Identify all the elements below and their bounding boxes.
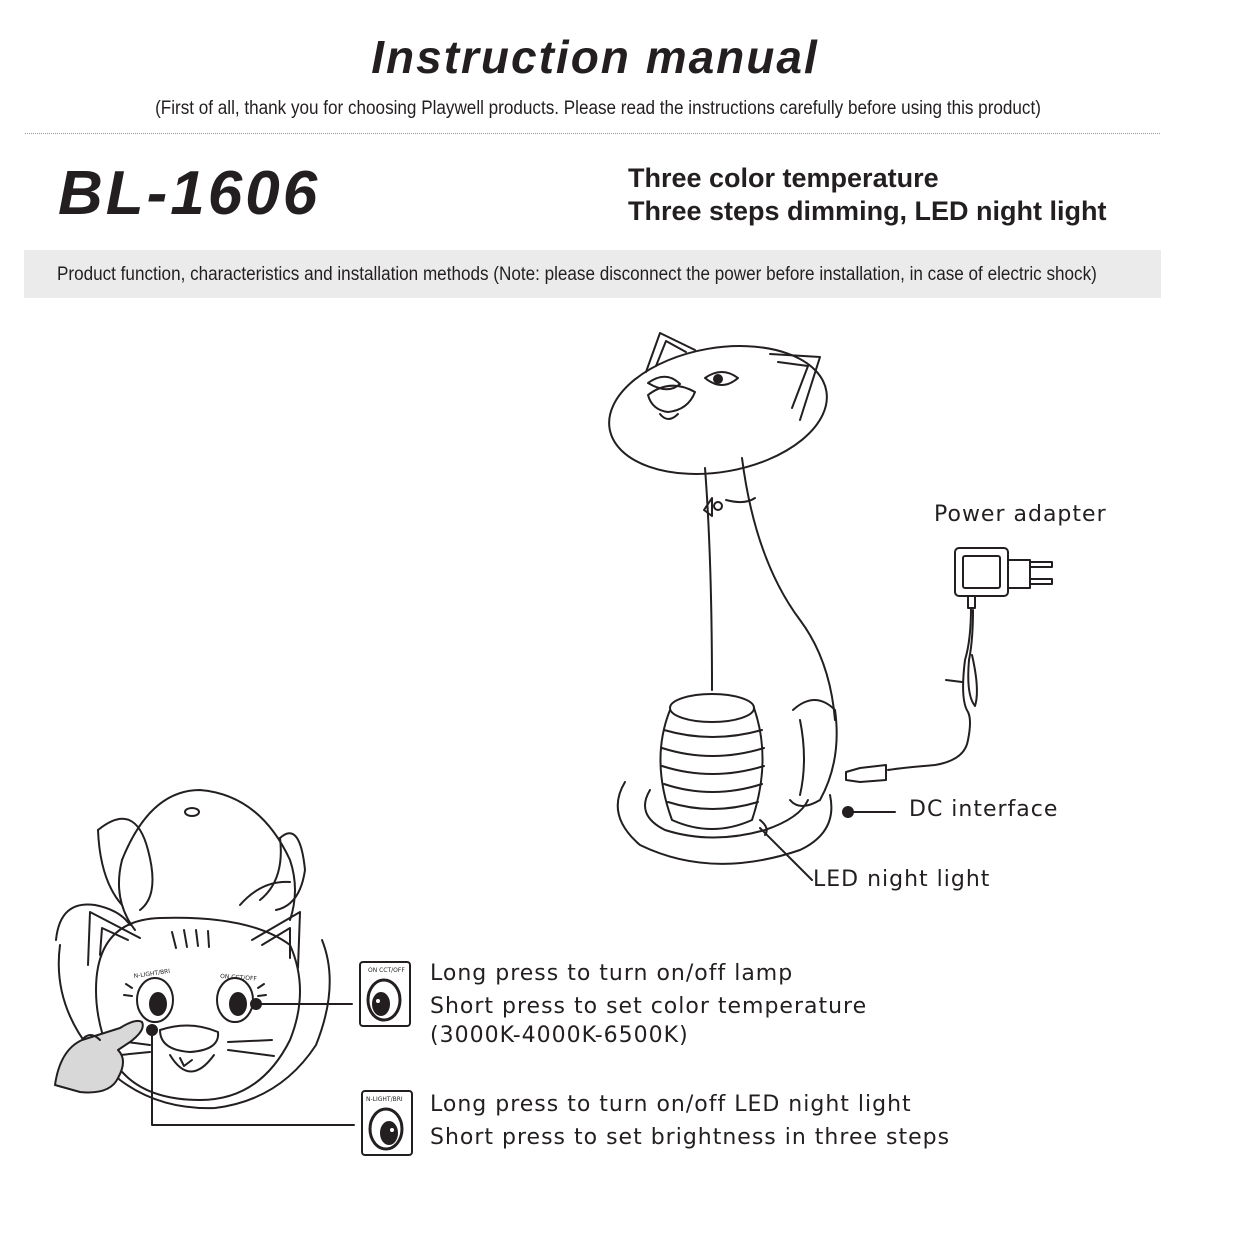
cct-button-icon — [359, 961, 411, 1027]
feature-item: Three steps dimming, LED night light — [628, 196, 1107, 226]
manual-title: Instruction manual — [371, 31, 819, 83]
description-line: Long press to turn on/off LED night ligh… — [430, 1092, 912, 1117]
night-light-button-description: Long press to turn on/off LED night ligh… — [430, 1088, 950, 1154]
model-number: BL-1606 — [58, 159, 321, 228]
night-light-button-icon — [361, 1090, 413, 1156]
power-adapter-illustration — [845, 547, 1053, 783]
cat-head-top-view-illustration — [54, 789, 355, 1126]
feature-item: Three color temperature — [628, 163, 939, 193]
banner-text: Product function, characteristics and in… — [57, 264, 1097, 285]
description-line: (3000K-4000K-6500K) — [430, 1023, 689, 1048]
info-banner: Product function, characteristics and in… — [24, 250, 1161, 298]
dc-interface-label: DC interface — [909, 797, 1059, 822]
feature-list: Three color temperature Three steps dimm… — [628, 162, 1107, 228]
cct-icon-label: ON CCT/OFF — [368, 967, 405, 974]
cat-lamp-illustration — [608, 332, 896, 881]
head-right-eye-label: ON CCT/OFF — [220, 973, 258, 983]
night-light-icon-label: N-LIGHT/BRI — [366, 1096, 403, 1103]
dotted-divider — [25, 133, 1160, 134]
power-adapter-label: Power adapter — [934, 502, 1107, 527]
cct-button-description: Long press to turn on/off lamp Short pre… — [430, 957, 867, 1052]
led-night-light-label: LED night light — [813, 867, 991, 892]
description-line: Long press to turn on/off lamp — [430, 961, 794, 986]
description-line: Short press to set brightness in three s… — [430, 1125, 951, 1150]
manual-subtitle: (First of all, thank you for choosing Pl… — [155, 98, 1041, 119]
description-line: Short press to set color temperature — [430, 994, 868, 1019]
